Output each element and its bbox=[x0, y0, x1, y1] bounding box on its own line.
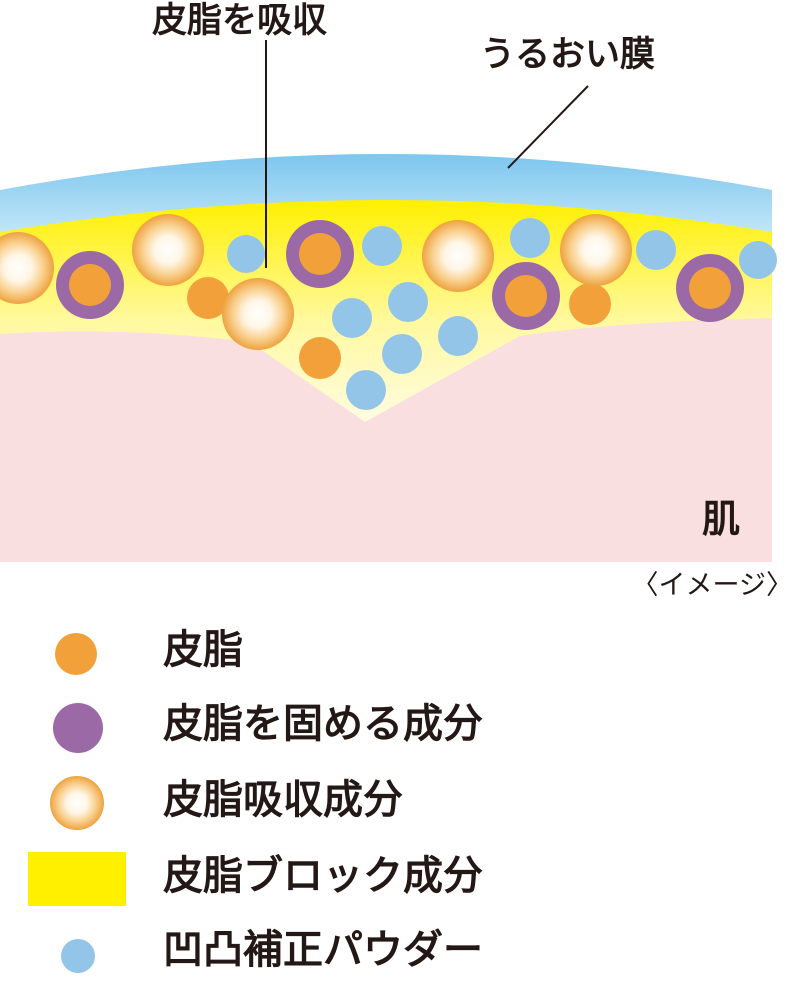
sebum-droplet bbox=[299, 337, 341, 379]
skin-layer bbox=[0, 300, 772, 562]
powder-particle bbox=[388, 282, 428, 322]
moisture-film-layer bbox=[0, 154, 772, 240]
sebum-block-swatch-icon bbox=[28, 852, 126, 906]
legend-label: 皮脂を固める成分 bbox=[163, 701, 483, 747]
leader-line-moisture-film bbox=[507, 85, 589, 169]
legend-item-sebum-absorbing: 皮脂吸収成分 bbox=[0, 766, 799, 836]
absorbing-particle bbox=[422, 220, 494, 292]
legend-item-sebum-solidifying: 皮脂を固める成分 bbox=[0, 690, 799, 760]
absorbing-particle bbox=[132, 214, 204, 286]
skin-layer-diagram bbox=[0, 40, 777, 562]
solidifying-particle bbox=[676, 254, 744, 322]
powder-particle bbox=[438, 316, 478, 356]
powder-particle bbox=[346, 370, 386, 410]
absorbing-particle bbox=[560, 214, 632, 286]
absorbing-particle bbox=[0, 232, 54, 304]
sebum-absorbing-particles bbox=[0, 214, 632, 350]
legend-item-sebum: 皮脂 bbox=[0, 616, 799, 686]
solidifying-particle bbox=[56, 251, 124, 319]
powder-particle bbox=[382, 334, 422, 374]
powder-particle bbox=[636, 230, 676, 270]
sebum-solidifying-particles bbox=[56, 220, 744, 330]
legend-item-powder: 凹凸補正パウダー bbox=[0, 916, 799, 986]
legend: 皮脂 皮脂を固める成分 皮脂吸収成分 皮脂ブロック成分 凹凸補正パウダー bbox=[0, 612, 799, 984]
sebum-droplet bbox=[187, 277, 229, 319]
powder-particle bbox=[739, 241, 777, 279]
legend-item-sebum-block: 皮脂ブロック成分 bbox=[0, 842, 799, 912]
powder-particle bbox=[362, 226, 402, 266]
solidifying-swatch-icon bbox=[53, 703, 103, 753]
legend-label: 皮脂 bbox=[163, 627, 243, 673]
legend-label: 凹凸補正パウダー bbox=[163, 927, 483, 973]
sebum-swatch-icon bbox=[55, 633, 97, 675]
label-image-note: 〈イメージ〉 bbox=[631, 570, 793, 601]
solidifying-particle bbox=[286, 220, 354, 288]
legend-label: 皮脂吸収成分 bbox=[163, 777, 403, 823]
powder-swatch-icon bbox=[61, 939, 95, 973]
powder-particles bbox=[227, 218, 777, 410]
label-skin: 肌 bbox=[702, 497, 741, 541]
powder-particle bbox=[227, 235, 265, 273]
label-sebum-absorb: 皮脂を吸収 bbox=[152, 1, 328, 41]
legend-label: 皮脂ブロック成分 bbox=[163, 853, 483, 899]
powder-particle bbox=[510, 218, 550, 258]
label-moisture-film: うるおい膜 bbox=[480, 35, 656, 75]
absorbing-swatch-icon bbox=[50, 776, 104, 830]
powder-particle bbox=[332, 298, 372, 338]
absorbing-particle bbox=[222, 278, 294, 350]
sebum-droplets bbox=[187, 277, 611, 379]
sebum-droplet bbox=[569, 283, 611, 325]
solidifying-particle bbox=[492, 262, 560, 330]
